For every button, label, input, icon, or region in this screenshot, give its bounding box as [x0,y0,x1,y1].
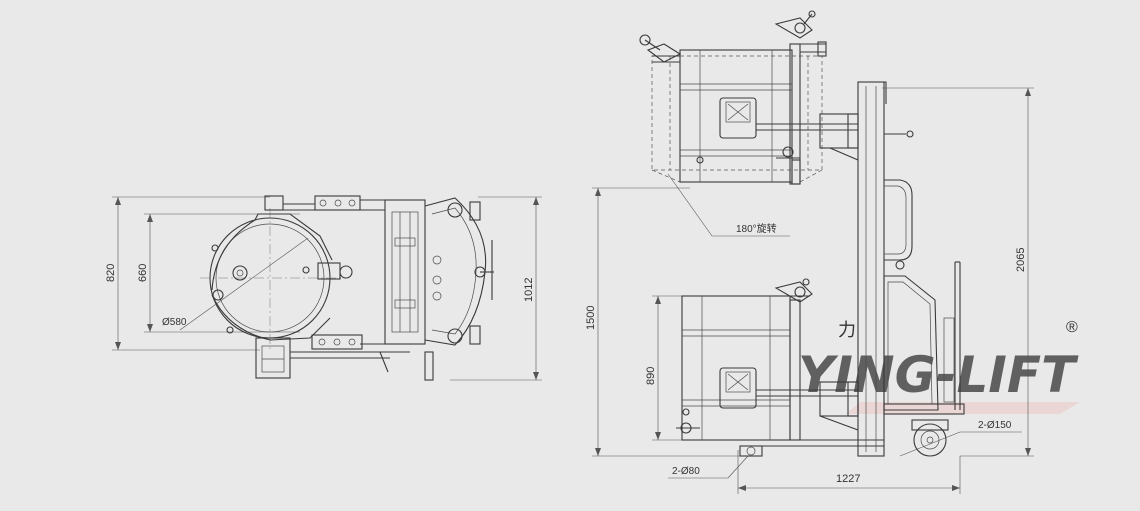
dim-1227: 1227 [836,473,860,485]
side-view: 1500 2065 890 1227 2-Ø80 2-Ø150 180 [585,10,1034,494]
dim-1012: 1012 [523,278,535,302]
watermark-text: YING-LIFT [798,346,1079,404]
dim-820: 820 [105,264,117,282]
dim-1500: 1500 [585,306,597,330]
dim-2-150: 2-Ø150 [978,420,1012,431]
dim-2-80: 2-Ø80 [672,466,700,477]
dim-2065: 2065 [1015,248,1027,272]
dim-580: Ø580 [162,317,187,328]
watermark-glyph: 力 [838,320,856,340]
top-view: 820 660 1012 Ø580 [105,195,542,381]
dim-660: 660 [137,264,149,282]
watermark: YING-LIFT ® 力 [798,319,1080,414]
watermark-registered: ® [1066,319,1078,336]
rotation-label: 180°旋转 [736,222,777,235]
watermark-swoosh [846,402,1080,414]
dim-890: 890 [645,367,657,385]
